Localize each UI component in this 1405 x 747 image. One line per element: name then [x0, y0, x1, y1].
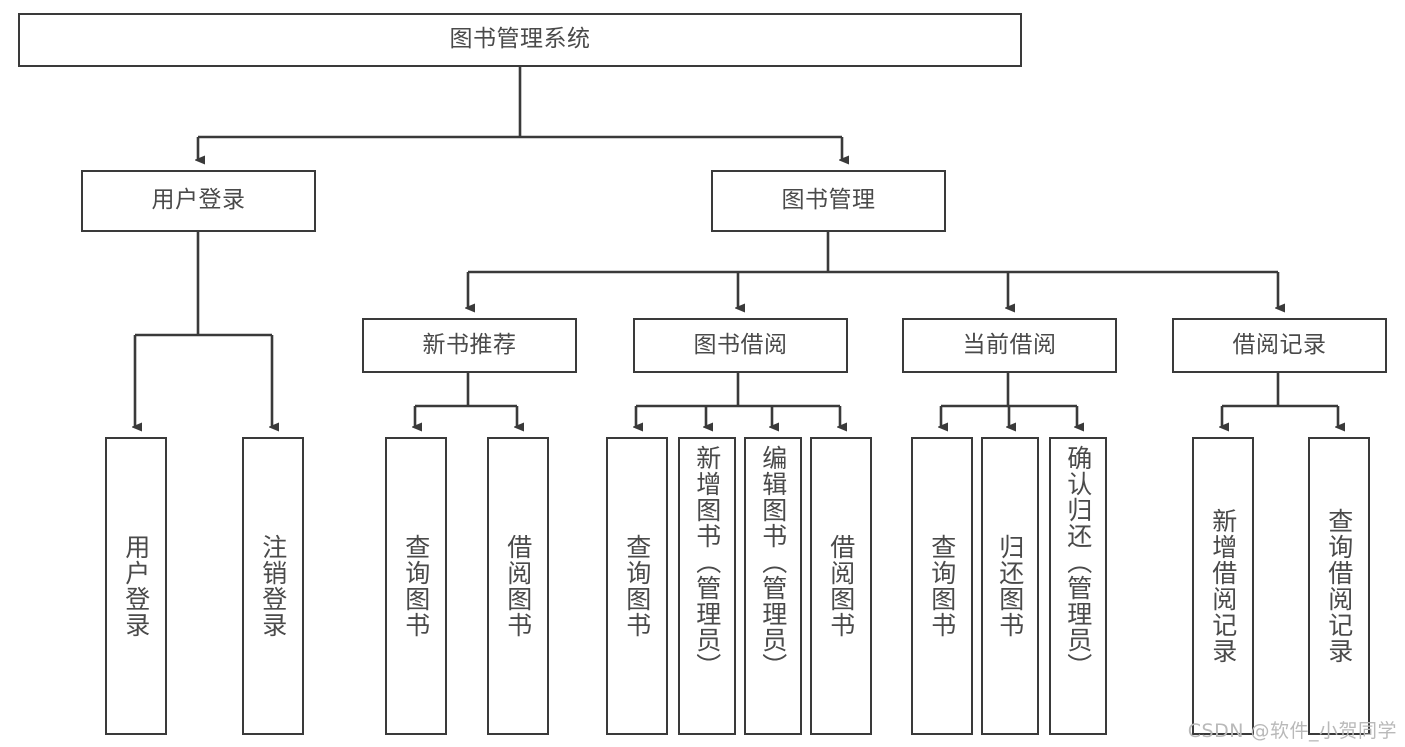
- node-leaf-confirm-return-admin[interactable]: 确认归还（管理员）: [1049, 437, 1107, 735]
- node-label: 当前借阅: [962, 331, 1057, 358]
- node-borrow-record[interactable]: 借阅记录: [1172, 318, 1387, 373]
- node-root-system[interactable]: 图书管理系统: [18, 13, 1022, 67]
- node-leaf-query-borrow-record[interactable]: 查询借阅记录: [1308, 437, 1370, 735]
- node-label: 查询图书: [622, 534, 652, 638]
- node-label: 确认归还（管理员）: [1063, 445, 1093, 679]
- node-label: 新增借阅记录: [1208, 508, 1238, 664]
- node-label: 图书管理系统: [449, 26, 591, 53]
- node-label: 新增图书（管理员）: [692, 445, 722, 679]
- node-leaf-query-book-borrow[interactable]: 查询图书: [606, 437, 668, 735]
- node-label: 编辑图书（管理员）: [758, 445, 788, 679]
- node-label: 查询图书: [927, 534, 957, 638]
- node-label: 借阅图书: [503, 534, 533, 638]
- node-leaf-query-book-current[interactable]: 查询图书: [911, 437, 973, 735]
- node-label: 用户登录: [121, 534, 151, 638]
- node-label: 归还图书: [995, 534, 1025, 638]
- node-label: 注销登录: [258, 534, 288, 638]
- node-label: 查询借阅记录: [1324, 508, 1354, 664]
- node-leaf-borrow-book-recommend[interactable]: 借阅图书: [487, 437, 549, 735]
- node-label: 查询图书: [401, 534, 431, 638]
- watermark-text: CSDN @软件_小贺同学: [1187, 720, 1397, 742]
- node-leaf-logout[interactable]: 注销登录: [242, 437, 304, 735]
- node-leaf-user-login[interactable]: 用户登录: [105, 437, 167, 735]
- node-current-borrow[interactable]: 当前借阅: [902, 318, 1117, 373]
- node-label: 图书管理: [781, 187, 876, 214]
- node-book-borrow[interactable]: 图书借阅: [633, 318, 848, 373]
- node-user-login[interactable]: 用户登录: [81, 170, 316, 232]
- node-leaf-add-borrow-record[interactable]: 新增借阅记录: [1192, 437, 1254, 735]
- node-leaf-return-book[interactable]: 归还图书: [981, 437, 1039, 735]
- node-label: 借阅图书: [826, 534, 856, 638]
- node-label: 新书推荐: [422, 331, 517, 358]
- node-new-book-recommend[interactable]: 新书推荐: [362, 318, 577, 373]
- node-leaf-edit-book-admin[interactable]: 编辑图书（管理员）: [744, 437, 802, 735]
- node-label: 用户登录: [151, 187, 246, 214]
- node-leaf-borrow-book[interactable]: 借阅图书: [810, 437, 872, 735]
- node-book-management[interactable]: 图书管理: [711, 170, 946, 232]
- node-leaf-add-book-admin[interactable]: 新增图书（管理员）: [678, 437, 736, 735]
- node-leaf-query-book-recommend[interactable]: 查询图书: [385, 437, 447, 735]
- node-label: 图书借阅: [693, 331, 788, 358]
- node-label: 借阅记录: [1232, 331, 1327, 358]
